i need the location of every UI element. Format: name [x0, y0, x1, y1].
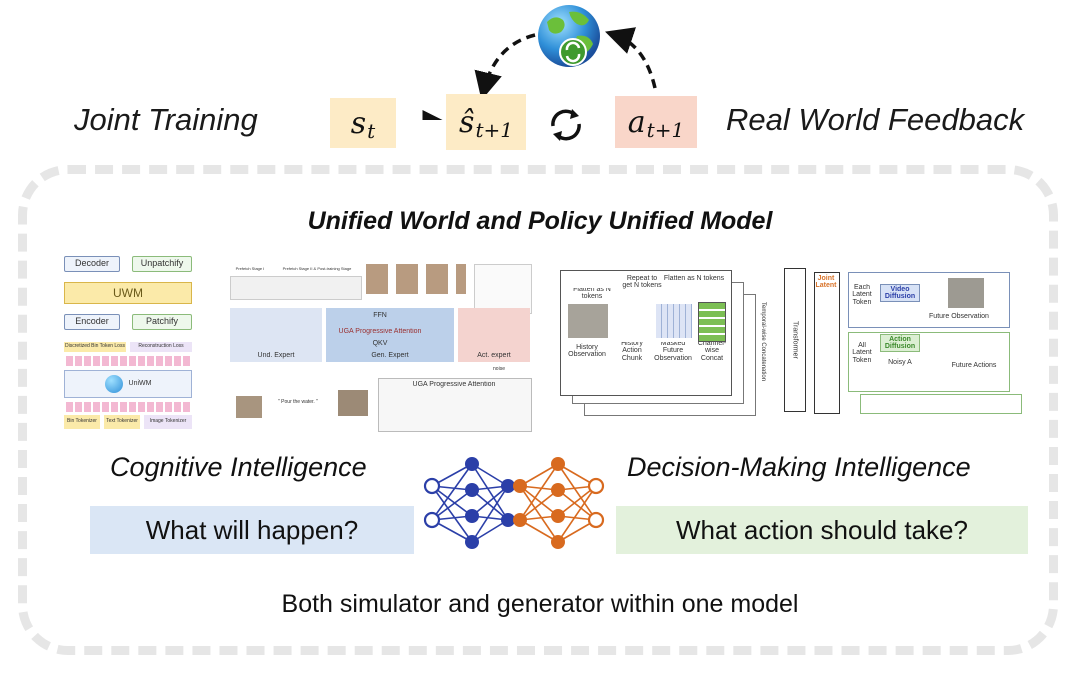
- uga-caption: " Pour the water. ": [278, 399, 318, 406]
- model-title: Unified World and Policy Unified Model: [307, 207, 773, 235]
- uga-noise: noise: [493, 366, 505, 373]
- uga-ffn: FFN: [373, 312, 387, 320]
- policy-concat-stack: [698, 302, 726, 342]
- state-symbol: s: [350, 105, 367, 141]
- decision-question-box: What action should take?: [616, 506, 1028, 554]
- policy-joint-column: [814, 272, 840, 414]
- policy-repeat: Repeat to get N tokens: [622, 274, 662, 289]
- arrow-globe-to-state: [474, 33, 536, 101]
- uga-bottom-label: UGA Progressive Attention: [412, 381, 496, 389]
- policy-robot-image: [948, 278, 984, 308]
- policy-future-obs: Future Observation: [929, 313, 989, 321]
- uwm-encoder: Encoder: [64, 314, 120, 330]
- policy-temporal: Temporal-wise Concatenation: [760, 302, 767, 382]
- bottom-caption: Both simulator and generator within one …: [281, 590, 799, 618]
- cognitive-label: Cognitive Intelligence: [110, 452, 367, 482]
- joint-training-label: Joint Training: [74, 102, 258, 137]
- globe-refresh-icon: [533, 2, 605, 74]
- policy-masked: Masked Future Observation: [654, 342, 692, 360]
- feedback-loop-arrows: [422, 27, 657, 120]
- policy-masked-grid: [656, 304, 692, 338]
- uwm-decoder: Decoder: [64, 256, 120, 272]
- policy-action-diffusion: Action Diffusion: [880, 334, 920, 352]
- uga-und-label: Und. Expert: [257, 352, 295, 360]
- neural-network-icon: [423, 457, 605, 549]
- uga-stage2: Prefetch Stage II & Post-training Stage: [282, 265, 352, 271]
- uwm-token-row-top: [66, 356, 190, 366]
- policy-output-stack: [860, 394, 1022, 414]
- policy-joint-label: Joint Latent: [815, 274, 837, 289]
- decision-label: Decision-Making Intelligence: [627, 452, 971, 482]
- policy-future-act: Future Actions: [951, 362, 997, 370]
- uwm-uniwm-label: UniWM: [128, 380, 152, 388]
- next-state-subscript: t+1: [475, 118, 513, 142]
- uga-act-panel: [458, 308, 530, 362]
- uwm-globe-icon: [104, 375, 123, 393]
- uwm-loss-right: Reconstruction Loss: [130, 342, 192, 352]
- uga-qkv: QKV: [372, 340, 388, 348]
- uwm-unpatchify: Unpatchify: [132, 256, 192, 272]
- refresh-cycle-icon: [545, 104, 587, 146]
- uga-und-panel: [230, 308, 322, 362]
- real-world-feedback-label: Real World Feedback: [726, 102, 1025, 137]
- uwm-image-tokenizer: Image Tokenizer: [144, 415, 192, 429]
- policy-flatten-2: Flatten as N tokens: [663, 275, 725, 283]
- uga-act-label: Act. expert: [477, 352, 511, 360]
- uga-gen-label: Gen. Expert: [371, 352, 409, 360]
- uga-plot: [474, 264, 532, 314]
- next-state-symbol: ŝ: [459, 104, 475, 140]
- cognitive-question-box: What will happen?: [90, 506, 414, 554]
- policy-video-diffusion: Video Diffusion: [880, 284, 920, 302]
- uwm-figure: Decoder Unpatchify UWM Encoder Patchify …: [62, 252, 194, 432]
- policy-noisy: Noisy A: [888, 359, 912, 367]
- uwm-patchify: Patchify: [132, 314, 192, 330]
- uga-figure: Prefetch Stage I Prefetch Stage II & Pos…: [226, 260, 534, 432]
- uga-bottom-panel: [378, 378, 532, 432]
- policy-flatten-1: Flatten as N tokens: [573, 288, 611, 298]
- uga-gen-panel: [326, 308, 454, 362]
- state-subscript: t: [367, 119, 376, 143]
- policy-each: Each Latent Token: [852, 284, 872, 306]
- uga-expert-row: [230, 276, 362, 300]
- action-symbol: a: [627, 104, 646, 140]
- uga-photo-1: [236, 396, 262, 418]
- policy-all: All Latent Token: [852, 342, 872, 364]
- policy-figure: Flatten as N tokens Repeat to get N toke…: [560, 262, 1030, 422]
- arrow-action-to-globe: [605, 27, 657, 89]
- policy-action-box: [848, 332, 1010, 392]
- policy-hist-act: History Action Chunk: [621, 342, 643, 360]
- policy-history-image: [568, 304, 608, 338]
- uga-stage1: Prefetch Stage I: [235, 265, 265, 271]
- uga-photo-2: [338, 390, 368, 416]
- uwm-text-tokenizer: Text Tokenizer: [104, 415, 140, 429]
- uga-image-row: [366, 264, 466, 294]
- uwm-bin-tokenizer: Bin Tokenizer: [64, 415, 100, 429]
- uwm-loss-left: Discretized Bin Token Loss: [64, 342, 126, 352]
- uwm-uniwm-block: UniWM: [64, 370, 192, 398]
- policy-hist-obs: History Observation: [568, 343, 606, 358]
- uga-attn: UGA Progressive Attention: [338, 328, 422, 336]
- model-container: [18, 165, 1058, 655]
- policy-concat: Channel-wise Concat: [697, 342, 727, 360]
- uwm-core-block: UWM: [64, 282, 192, 304]
- uwm-token-row-bottom: [66, 402, 190, 412]
- policy-transformer: Transformer: [784, 268, 806, 412]
- action-subscript: t+1: [646, 118, 685, 142]
